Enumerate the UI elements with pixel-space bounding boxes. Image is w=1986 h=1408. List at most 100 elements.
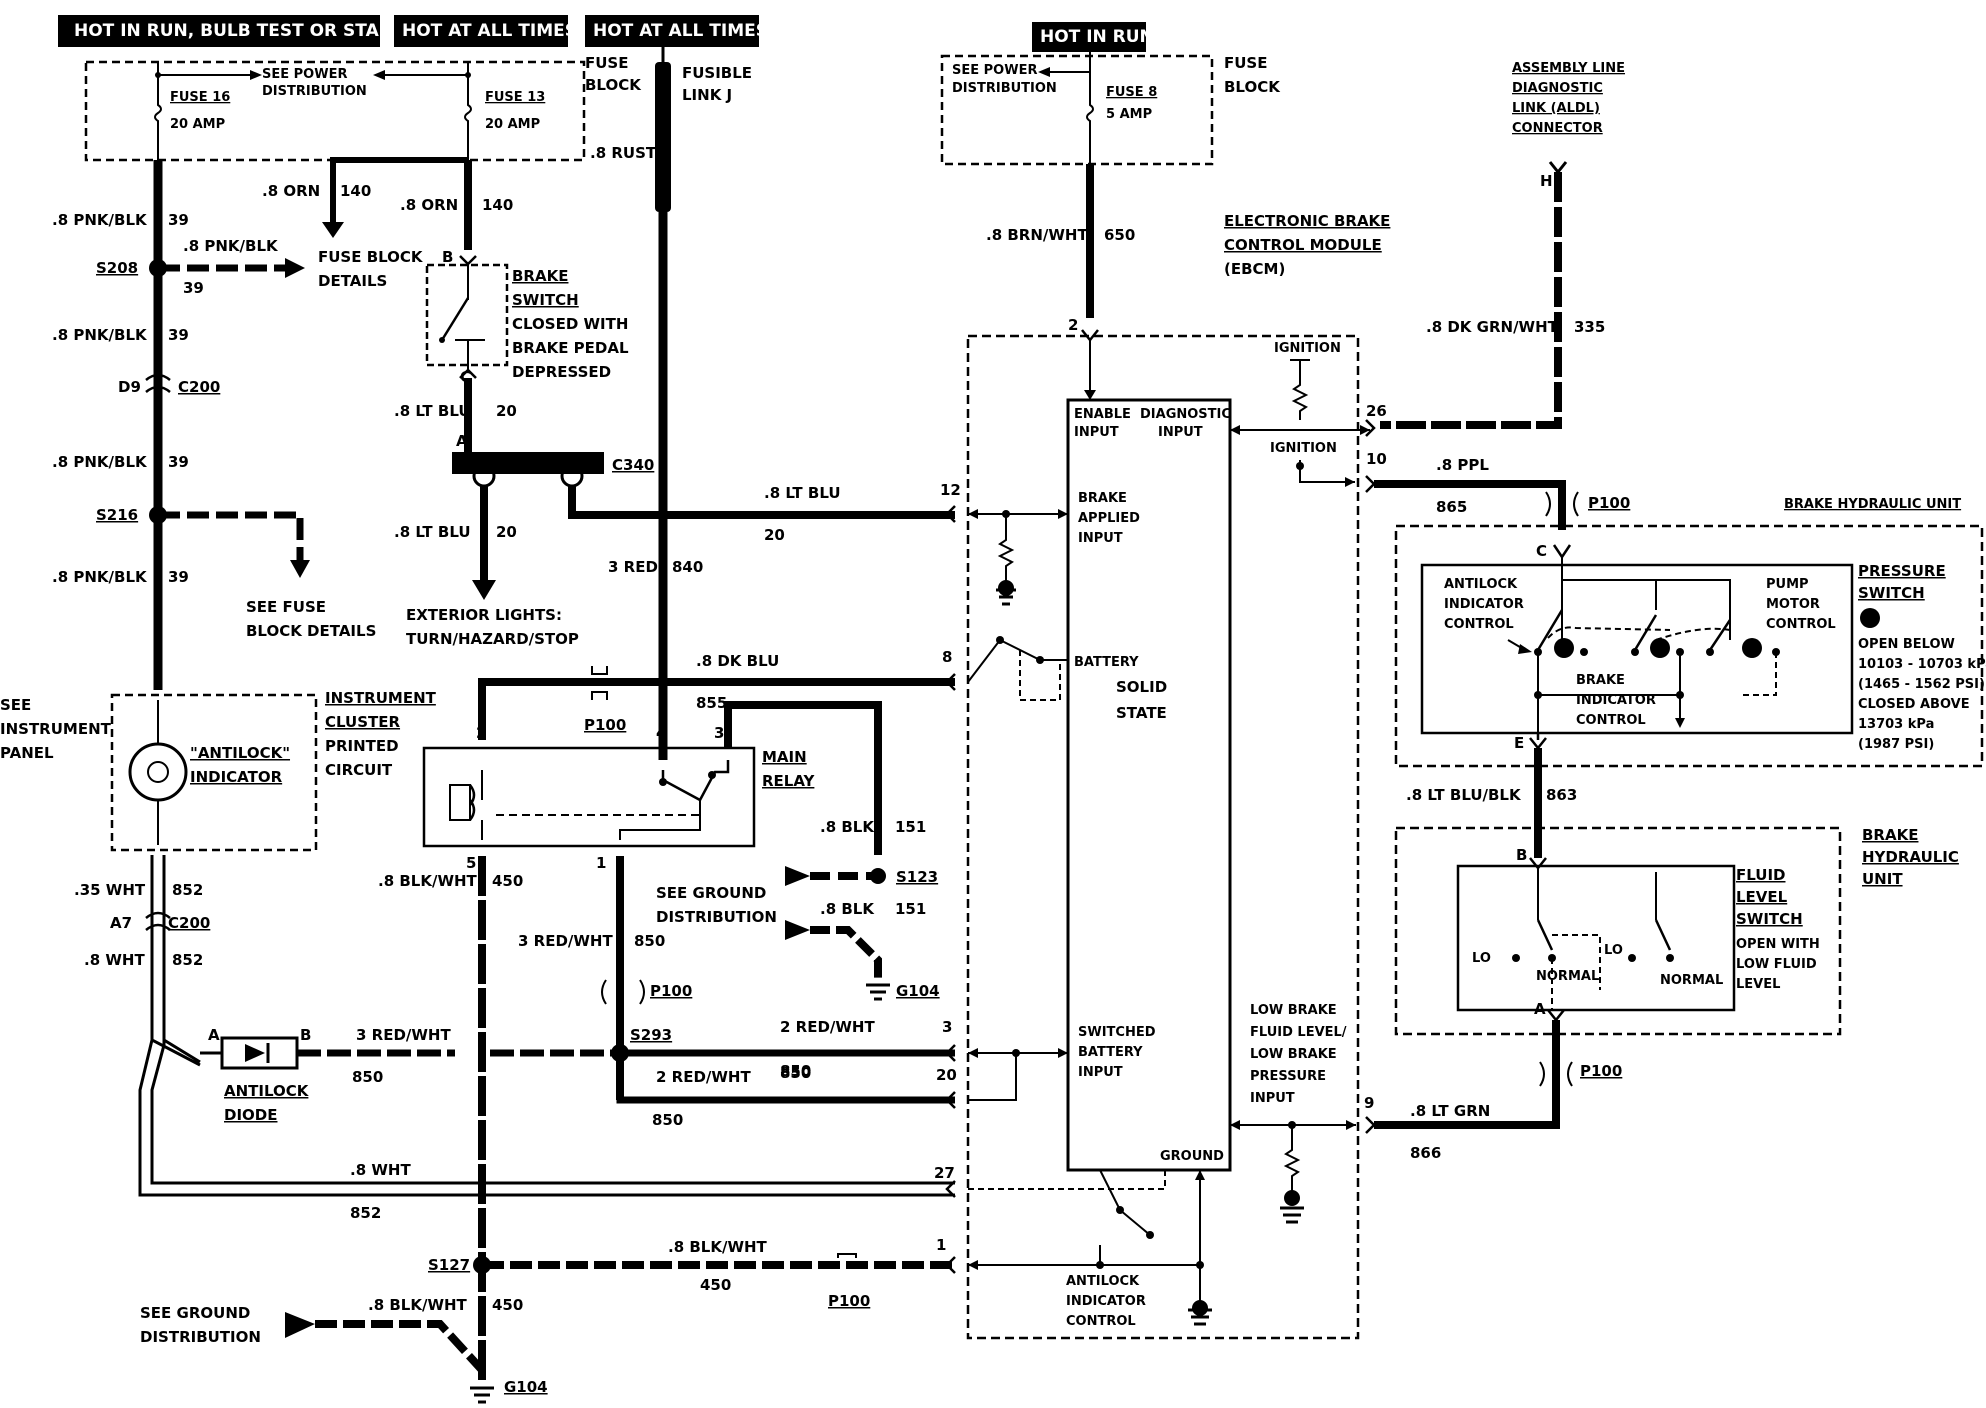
connector-p100 xyxy=(591,666,608,675)
wire-label: .8 WHT xyxy=(350,1161,411,1179)
ebcm-low-brake-label: LOW BRAKE xyxy=(1250,1047,1337,1062)
header-text: HOT AT ALL TIMES xyxy=(402,21,577,41)
connector-label: P100 xyxy=(1580,1062,1622,1080)
exterior-lights-label: EXTERIOR LIGHTS: xyxy=(406,606,562,624)
wire-label: .35 WHT xyxy=(74,881,146,899)
wire-circuit: 650 xyxy=(1104,226,1135,244)
brake-switch-label: BRAKE xyxy=(512,267,568,285)
connector-label: C200 xyxy=(178,378,220,396)
wire-circuit: 140 xyxy=(482,196,513,214)
splice-label: S293 xyxy=(630,1026,672,1044)
wire-circuit: 450 xyxy=(492,1296,523,1314)
fluid-level-switch-label: LEVEL xyxy=(1736,977,1780,992)
wire-label: .8 DK BLU xyxy=(696,652,779,670)
bhu-label: ANTILOCK xyxy=(1444,577,1518,592)
ebcm-ignition-label: IGNITION xyxy=(1274,341,1341,356)
wire-circuit: 20 xyxy=(764,526,785,544)
header-hot-in-run-bulb-test: HOT IN RUN, BULB TEST OR START xyxy=(58,15,403,47)
fusible-link-j xyxy=(655,62,671,212)
relay-coil-icon xyxy=(468,784,476,821)
relay-pin: 1 xyxy=(596,854,606,872)
fluid-level-switch-panel xyxy=(1456,864,1736,1012)
connector-label: P100 xyxy=(650,982,692,1000)
aldl-label: CONNECTOR xyxy=(1512,121,1603,136)
wire-label: .8 PNK/BLK xyxy=(52,453,148,471)
battery-switch-icon xyxy=(967,638,1068,683)
see-ground-distribution: DISTRIBUTION xyxy=(656,908,777,926)
wire-circuit: 840 xyxy=(672,558,703,576)
connector-p100 xyxy=(837,1253,857,1258)
relay-pin: 4 xyxy=(656,724,666,742)
ebcm-input-label: INPUT xyxy=(1078,1065,1123,1080)
wire-label: .8 LT BLU xyxy=(394,402,471,420)
fuse-block-title: FUSE xyxy=(585,54,628,72)
bhu2-label: HYDRAULIC xyxy=(1862,848,1959,866)
relay-pin: 2 xyxy=(476,724,486,742)
splice-label: S216 xyxy=(96,506,138,524)
ebcm-pin: 3 xyxy=(942,1018,952,1036)
wire-circuit: 850 xyxy=(634,932,665,950)
fls-pin: A xyxy=(1534,1000,1546,1018)
header-hot-in-run: HOT IN RUN xyxy=(1032,22,1154,52)
instrument-cluster xyxy=(110,693,318,852)
fls-lo: LO xyxy=(1472,951,1491,966)
wire-label: .8 LT BLU xyxy=(764,484,841,502)
bhu-label: INDICATOR xyxy=(1576,693,1656,708)
fusible-link-label: LINK J xyxy=(682,86,732,104)
connector-label: C340 xyxy=(612,456,654,474)
splice-label: S208 xyxy=(96,259,138,277)
main-relay-label: MAIN xyxy=(762,748,807,766)
bhu-label: CONTROL xyxy=(1766,617,1836,632)
wire-label: .8 PNK/BLK xyxy=(52,568,148,586)
connector-pin: A7 xyxy=(110,914,132,932)
see-instrument-panel: INSTRUMENT xyxy=(0,720,112,738)
pressure-switch-label: 13703 kPa xyxy=(1858,717,1934,732)
bhu2-label: UNIT xyxy=(1862,870,1903,888)
wire-circuit: 140 xyxy=(340,182,371,200)
wire-label: .8 DK GRN/WHT xyxy=(1426,318,1559,336)
see-power-distribution: DISTRIBUTION xyxy=(262,84,367,99)
ebcm-input-label: INPUT xyxy=(1074,425,1119,440)
wire-circuit: 450 xyxy=(700,1276,731,1294)
exterior-lights-label: TURN/HAZARD/STOP xyxy=(406,630,579,648)
aldl-connector xyxy=(1548,161,1568,175)
ebcm-antilock-control: ANTILOCK xyxy=(1066,1274,1140,1289)
switch-pin: C xyxy=(460,368,471,386)
connector-label: P100 xyxy=(584,716,626,734)
wire-label: .8 LT BLU/BLK xyxy=(1406,786,1522,804)
see-power-distribution: DISTRIBUTION xyxy=(952,81,1057,96)
aldl-pin: H xyxy=(1540,172,1553,190)
splice-s123 xyxy=(870,868,886,884)
bhu-switch-panel xyxy=(1420,563,1854,735)
wire-label: 2 RED/WHT xyxy=(656,1068,751,1086)
brake-hydraulic-unit-title: BRAKE HYDRAULIC UNIT xyxy=(1784,497,1961,512)
see-instrument-panel: PANEL xyxy=(0,744,54,762)
bhu2-label: BRAKE xyxy=(1862,826,1918,844)
splice-label: S127 xyxy=(428,1256,470,1274)
aldl-label: LINK (ALDL) xyxy=(1512,101,1600,116)
wire-label: .8 WHT xyxy=(84,951,145,969)
fluid-level-switch-label: LOW FLUID xyxy=(1736,957,1817,972)
ebcm-input-label: BRAKE xyxy=(1078,491,1127,506)
brake-hydraulic-unit-2 xyxy=(1394,826,1842,1036)
brake-switch-label: CLOSED WITH xyxy=(512,315,628,333)
wire-circuit: 855 xyxy=(696,694,727,712)
pressure-switch-label: SWITCH xyxy=(1858,584,1925,602)
wire-label: .8 BLK/WHT xyxy=(378,872,478,890)
brake-hydraulic-unit xyxy=(1394,524,1984,768)
header-hot-at-all-times-1: HOT AT ALL TIMES xyxy=(394,15,577,47)
main-relay-label: RELAY xyxy=(762,772,816,790)
fluid-level-switch-icon xyxy=(1536,919,1672,951)
ebcm-pin: 2 xyxy=(1068,316,1078,334)
wire-circuit: 39 xyxy=(168,568,189,586)
ebcm-input-label: INPUT xyxy=(1158,425,1203,440)
ebcm-pin: 27 xyxy=(934,1164,955,1182)
diode-pin: A xyxy=(208,1026,220,1044)
wire-label: 3 RED/WHT xyxy=(356,1026,451,1044)
wire-circuit: 20 xyxy=(496,402,517,420)
relay-pin: 3 xyxy=(714,724,724,742)
ebcm-low-brake-label: FLUID LEVEL/ xyxy=(1250,1025,1347,1040)
connector-pin: A xyxy=(456,432,468,450)
fluid-level-switch-label: SWITCH xyxy=(1736,910,1803,928)
relay-pin: 5 xyxy=(466,854,476,872)
